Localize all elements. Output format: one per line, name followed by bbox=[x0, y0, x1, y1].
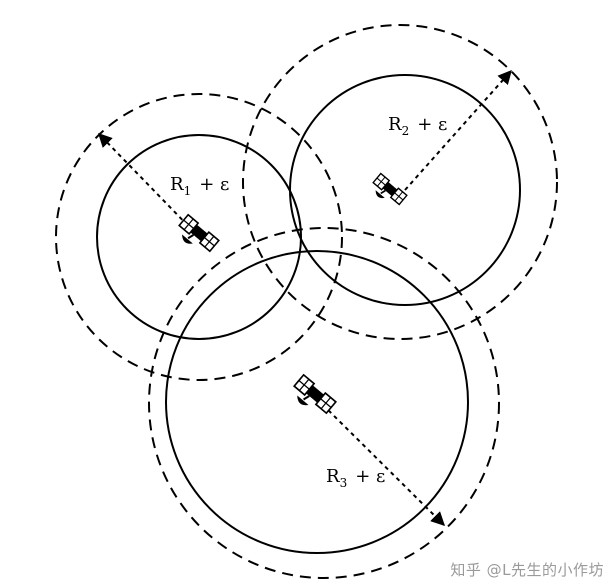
satellite-icon bbox=[172, 213, 220, 260]
range-label-3: R3+ ε bbox=[326, 466, 385, 490]
radius-arrow-2 bbox=[404, 69, 512, 191]
satellite-icon bbox=[287, 373, 337, 422]
radius-arrow-3 bbox=[316, 398, 445, 526]
watermark-text: 知乎 @L先生的小作坊 bbox=[450, 561, 604, 579]
uncertainty-circle-1 bbox=[55, 93, 343, 381]
range-circle-3 bbox=[165, 250, 469, 554]
uncertainty-circle-3 bbox=[148, 227, 500, 579]
circle-group-2: R2+ ε bbox=[242, 24, 558, 340]
range-label-1: R1+ ε bbox=[170, 174, 229, 198]
uncertainty-circle-2 bbox=[242, 24, 558, 340]
circle-group-3: R3+ ε bbox=[148, 227, 500, 579]
satellite-icon bbox=[367, 172, 408, 212]
range-circle-2 bbox=[289, 74, 521, 306]
range-label-2: R2+ ε bbox=[388, 114, 447, 138]
